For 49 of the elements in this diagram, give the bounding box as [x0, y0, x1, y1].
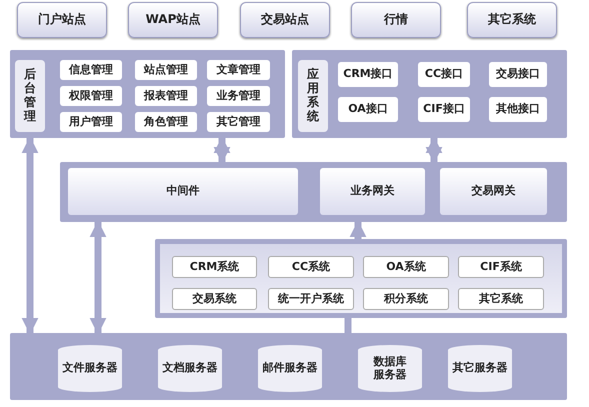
site-box: 交易站点 — [240, 2, 330, 38]
site-box: WAP站点 — [128, 2, 218, 38]
gateway-box: 交易网关 — [440, 168, 547, 215]
panel-background — [292, 50, 567, 138]
interface-box: CC接口 — [418, 62, 470, 87]
module-box: 站点管理 — [135, 60, 197, 80]
gateway-box: 业务网关 — [320, 168, 425, 215]
interface-box: CRM接口 — [338, 62, 398, 87]
arrow — [350, 220, 366, 239]
band-background — [60, 162, 567, 222]
system-box: 其它系统 — [458, 288, 544, 310]
module-box: 业务管理 — [207, 86, 270, 106]
interface-box: 其他接口 — [489, 97, 547, 122]
panel-background — [10, 50, 285, 138]
module-box: 报表管理 — [135, 86, 197, 106]
interface-box: CIF接口 — [418, 97, 470, 122]
system-box: CIF系统 — [458, 256, 544, 278]
server-cylinder: 文档服务器 — [158, 345, 222, 392]
interface-box: OA接口 — [338, 97, 398, 122]
server-cylinder: 数据库服务器 — [358, 345, 422, 392]
module-box: 文章管理 — [207, 60, 270, 80]
module-box: 用户管理 — [60, 112, 122, 132]
system-box: OA系统 — [363, 256, 449, 278]
module-box: 权限管理 — [60, 86, 122, 106]
middleware-box: 中间件 — [68, 168, 298, 215]
double-arrow — [426, 136, 442, 164]
module-box: 信息管理 — [60, 60, 122, 80]
system-box: 交易系统 — [172, 288, 257, 310]
double-arrow — [22, 136, 38, 335]
connector — [344, 318, 352, 333]
side-label-box: 应用系统 — [298, 60, 328, 132]
side-label-box: 后台管理 — [15, 60, 45, 132]
server-cylinder: 其它服务器 — [448, 345, 512, 392]
double-arrow — [214, 136, 230, 164]
panel-background — [155, 239, 567, 318]
interface-box: 交易接口 — [489, 62, 547, 87]
site-box: 行情 — [351, 2, 441, 38]
server-cylinder: 文件服务器 — [58, 345, 122, 392]
site-box: 门户站点 — [17, 2, 107, 38]
system-box: 积分系统 — [363, 288, 449, 310]
server-cylinder: 邮件服务器 — [258, 345, 322, 392]
module-box: 其它管理 — [207, 112, 270, 132]
band-background — [10, 333, 567, 400]
system-box: 统一开户系统 — [268, 288, 354, 310]
double-arrow — [90, 220, 106, 335]
system-box: CC系统 — [268, 256, 354, 278]
module-box: 角色管理 — [135, 112, 197, 132]
system-box: 其它系统 — [467, 2, 557, 38]
system-box: CRM系统 — [172, 256, 257, 278]
